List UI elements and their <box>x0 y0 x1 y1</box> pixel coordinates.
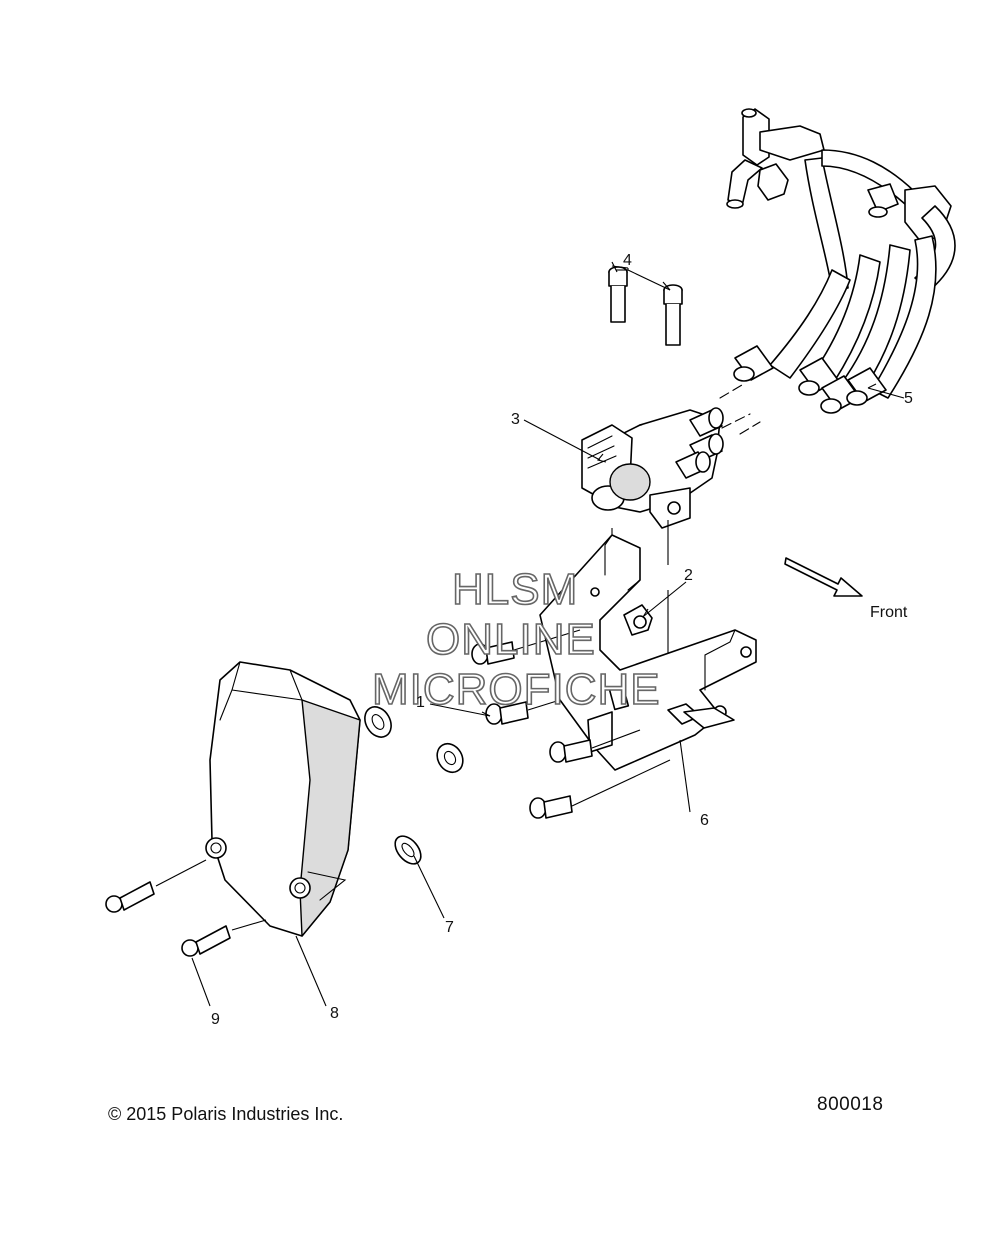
watermark-line-1: HLSM <box>452 565 578 614</box>
watermark: HLSM ONLINE MICROFICHE <box>371 564 661 715</box>
callout-7: 7 <box>445 919 454 936</box>
drawing-number: 800018 <box>817 1094 883 1115</box>
mounting-bracket <box>539 534 757 771</box>
callout-6: 6 <box>700 812 709 829</box>
leader-lines <box>191 261 905 1007</box>
purge-valve <box>581 407 724 660</box>
callout-2: 2 <box>684 567 693 584</box>
grommets-part-7 <box>364 706 464 865</box>
callout-5: 5 <box>904 390 913 407</box>
screws-part-4 <box>608 266 683 346</box>
callout-1: 1 <box>416 694 425 711</box>
callout-3: 3 <box>511 411 520 428</box>
clip-part-2 <box>623 604 653 636</box>
callout-4: 4 <box>623 252 632 269</box>
copyright-notice: © 2015 Polaris Industries Inc. <box>108 1104 343 1124</box>
cover-part-8 <box>205 661 361 937</box>
watermark-line-3: MICROFICHE <box>372 665 661 714</box>
bolts-part-1 <box>471 629 671 819</box>
front-arrow-icon <box>784 557 863 597</box>
callout-8: 8 <box>330 1005 339 1022</box>
callout-9: 9 <box>211 1011 220 1028</box>
callout-numbers: 1 2 3 4 5 6 7 8 9 <box>211 252 913 1028</box>
hose-harness <box>719 108 956 435</box>
front-direction-label: Front <box>870 604 908 621</box>
screws-part-9 <box>105 859 267 957</box>
watermark-line-2: ONLINE <box>426 615 596 664</box>
